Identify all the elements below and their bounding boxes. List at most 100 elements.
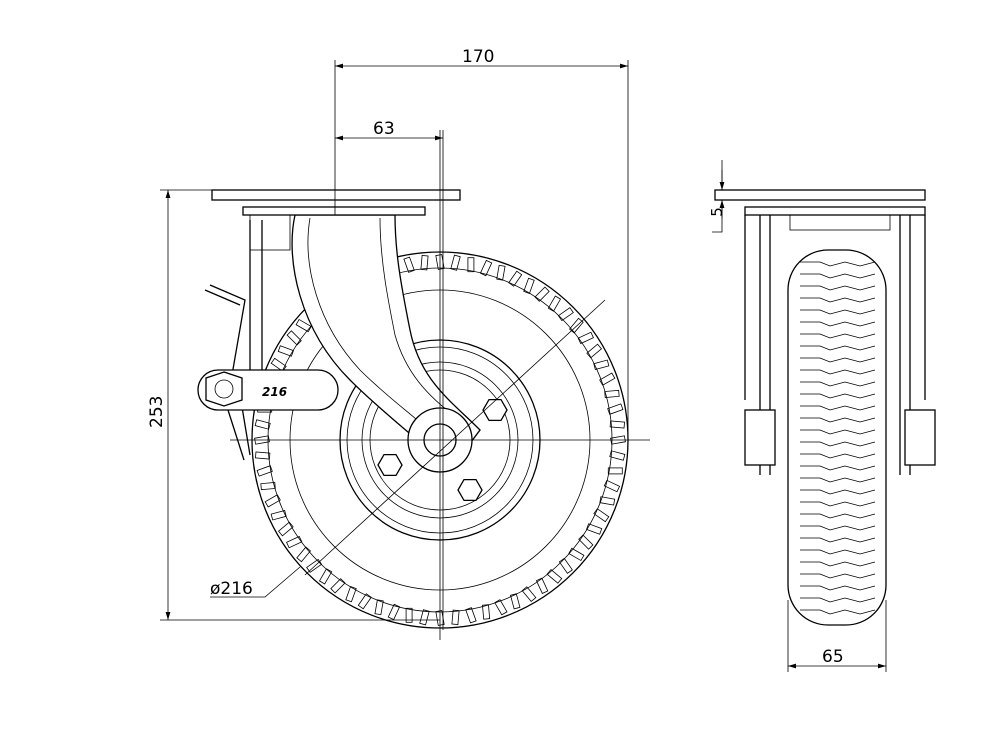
- dim-170: 170: [462, 47, 494, 67]
- tread-block: [535, 577, 549, 594]
- tread-block: [260, 482, 276, 491]
- tread-block: [593, 508, 610, 523]
- tread-line: [800, 489, 876, 495]
- tread-line: [800, 501, 876, 507]
- axle-nut-right: [904, 409, 936, 466]
- tread-block: [568, 317, 584, 334]
- tread-block: [405, 607, 413, 623]
- tread-block: [607, 403, 624, 415]
- tread-block: [451, 609, 460, 625]
- tread-block: [419, 609, 430, 626]
- tread-block: [318, 568, 333, 585]
- side-view: [714, 189, 936, 626]
- tread-block: [270, 357, 287, 372]
- tread-block: [420, 255, 429, 271]
- tread-block: [387, 603, 401, 621]
- dim-253: 253: [147, 396, 167, 428]
- center-lines: [230, 130, 650, 640]
- dim-63: 63: [373, 119, 395, 139]
- tread-block: [586, 523, 603, 535]
- tread-block: [264, 494, 281, 508]
- tread-block: [450, 254, 461, 271]
- tread-line: [800, 309, 876, 315]
- brake-lever: [204, 220, 263, 380]
- tread-line: [800, 513, 876, 519]
- tread-block: [330, 578, 346, 594]
- tread-line: [800, 477, 876, 483]
- tread-block: [546, 568, 563, 584]
- tread-block: [467, 257, 475, 273]
- tread-block: [296, 546, 312, 563]
- tread-line: [800, 405, 876, 411]
- tread-block: [286, 330, 302, 346]
- tread-block: [609, 420, 625, 429]
- tread-line: [800, 285, 876, 291]
- tread-line: [800, 441, 876, 447]
- tread-block: [286, 535, 303, 549]
- tread-block: [568, 547, 585, 562]
- top-plate: [211, 189, 461, 201]
- tread-block: [295, 318, 312, 333]
- tread-block: [254, 435, 270, 445]
- tread-block: [534, 286, 550, 302]
- tread-line: [800, 561, 876, 567]
- tread-block: [593, 359, 610, 370]
- tread-block: [609, 450, 626, 461]
- tread-line: [800, 573, 876, 579]
- tread-block: [277, 521, 294, 537]
- dimensions: 170 63 253 ø216 5 65: [147, 47, 887, 672]
- tread-line: [800, 549, 876, 555]
- tread-line: [800, 369, 876, 375]
- bolt-icon: [377, 453, 403, 477]
- tread-block: [277, 345, 294, 357]
- tread-block: [254, 419, 271, 430]
- tread-block: [604, 389, 620, 398]
- tread-block: [558, 557, 573, 574]
- tread-line: [800, 537, 876, 543]
- dim-65: 65: [822, 647, 844, 667]
- tread-block: [610, 435, 626, 445]
- bolt-icon: [482, 398, 508, 422]
- tread-block: [599, 372, 616, 386]
- tread-line: [800, 609, 876, 615]
- tread-block: [510, 593, 521, 610]
- tread-block: [586, 343, 603, 359]
- tread-block: [557, 307, 574, 322]
- tread-block: [547, 295, 562, 312]
- tread-line: [800, 585, 876, 591]
- tread-line: [800, 525, 876, 531]
- tread-block: [496, 264, 506, 281]
- tread-block: [603, 479, 621, 493]
- dim-diameter: ø216: [210, 579, 253, 599]
- tread-line: [800, 381, 876, 387]
- tread-block: [255, 451, 271, 460]
- tread-block: [521, 586, 537, 603]
- tread-line: [800, 429, 876, 435]
- side-fork: [744, 215, 926, 475]
- tread-block: [577, 331, 594, 345]
- tread-line: [800, 273, 876, 279]
- tread-block: [482, 604, 491, 620]
- tread-line: [800, 297, 876, 303]
- dim-5: 5: [708, 207, 726, 217]
- side-top-plate: [714, 189, 926, 201]
- tread-line: [800, 345, 876, 351]
- tread-block: [494, 599, 508, 616]
- tread-line: [800, 393, 876, 399]
- tread-line: [800, 333, 876, 339]
- rim-bolts: [377, 398, 508, 502]
- tire-tread: [254, 254, 626, 626]
- tread-line: [800, 357, 876, 363]
- tread-block: [256, 465, 273, 477]
- side-tire: [787, 249, 887, 626]
- tread-block: [403, 256, 415, 273]
- tread-block: [357, 593, 372, 610]
- nut-icon: [205, 371, 243, 407]
- tread-block: [479, 259, 493, 277]
- tread-line: [800, 261, 876, 267]
- tread-line: [800, 417, 876, 423]
- front-view: 216: [197, 130, 650, 640]
- tread-block: [578, 534, 594, 550]
